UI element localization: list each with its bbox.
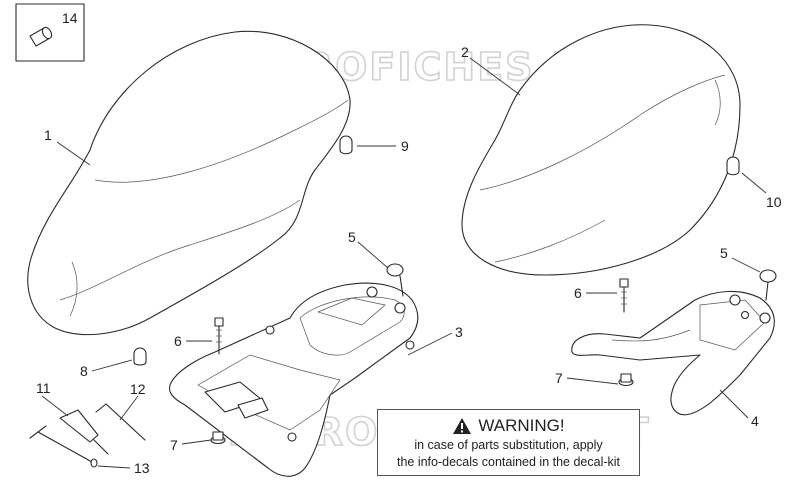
callout-5-right: 5 [720,245,728,261]
leader-lines [41,57,767,469]
buffer-9 [339,135,353,155]
seat-2 [461,24,741,276]
callout-12: 12 [130,381,146,397]
buffer-10 [726,156,740,176]
screwdriver-11 [59,409,109,455]
callout-8: 8 [80,363,88,379]
warning-title: WARNING! [478,416,565,435]
warning-line-2: the info-decals contained in the decal-k… [396,455,621,469]
rack-4 [571,290,775,416]
callout-11: 11 [36,380,51,396]
bolt-6-right [619,278,629,313]
callout-10: 10 [766,194,782,210]
warning-title-row: WARNING! [378,415,639,437]
callout-1: 1 [44,127,52,143]
warning-triangle-icon [453,418,472,434]
callout-13: 13 [134,460,150,476]
rack-3 [168,282,419,477]
callout-7-center: 7 [170,437,178,453]
buffer-8 [133,347,147,366]
warning-box: WARNING! in case of parts substitution, … [377,409,640,476]
cap-5-right [759,269,777,301]
callout-2: 2 [461,44,469,60]
callout-14: 14 [62,10,78,26]
bolt-6-center [214,317,224,355]
washer-7-center [210,431,226,445]
callout-6-center: 6 [174,333,182,349]
washer-7-right [618,373,634,387]
part-14-bushing [29,26,53,47]
callout-7-right: 7 [555,370,563,386]
callout-5-center: 5 [348,229,356,245]
callouts: 1 2 3 4 5 5 6 6 7 7 8 9 10 11 12 13 14 [36,10,782,476]
part-14-frame [15,3,85,62]
callout-4: 4 [751,413,759,429]
cap-5-center [386,263,404,297]
hex-key-12 [95,403,146,441]
seat-1 [27,30,351,336]
tbar-wrench-13 [29,425,98,468]
warning-line-1: in case of parts substitution, apply [414,438,603,452]
callout-6-right: 6 [574,285,582,301]
callout-3: 3 [455,324,463,340]
callout-9: 9 [401,138,409,154]
